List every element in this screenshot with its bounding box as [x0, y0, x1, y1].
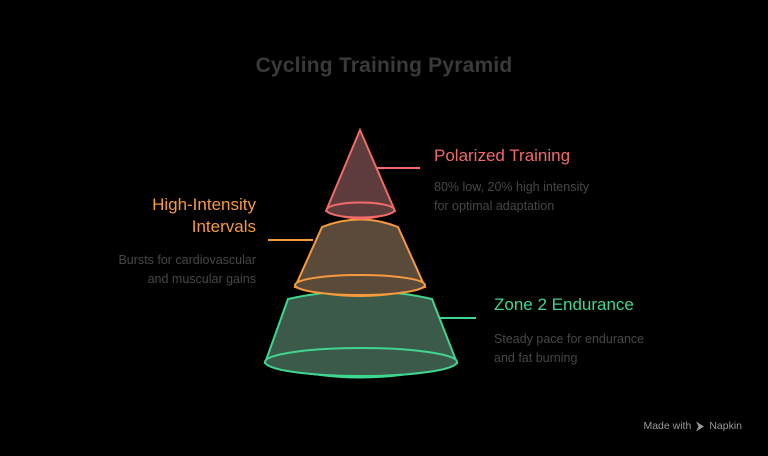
description-zone-2-endurance: Steady pace for endurance and fat burnin… — [494, 330, 644, 368]
label-line: Intervals — [191, 217, 256, 236]
pyramid-level-polarized — [324, 127, 420, 220]
description-high-intensity-intervals: Bursts for cardiovascular and muscular g… — [118, 251, 256, 289]
napkin-brand-text: Napkin — [709, 420, 742, 432]
pyramid-level-endurance — [263, 290, 476, 379]
description-line: and fat burning — [494, 351, 578, 365]
label-zone-2-endurance: Zone 2 Endurance — [494, 295, 634, 314]
description-line: Bursts for cardiovascular — [118, 253, 256, 267]
made-with-napkin-footer[interactable]: Made with Napkin — [643, 420, 742, 432]
description-polarized-training: 80% low, 20% high intensity for optimal … — [434, 178, 589, 216]
label-high-intensity-intervals: High-Intensity Intervals — [152, 194, 256, 238]
napkin-logo-icon — [696, 421, 705, 431]
description-line: for optimal adaptation — [434, 199, 555, 213]
made-with-text: Made with — [643, 420, 692, 432]
label-line: High-Intensity — [152, 195, 256, 214]
description-line: and muscular gains — [147, 272, 256, 286]
description-line: Steady pace for endurance — [494, 332, 645, 346]
diagram-title: Cycling Training Pyramid — [255, 54, 513, 77]
pyramid-level-intervals — [268, 218, 427, 297]
description-line: 80% low, 20% high intensity — [434, 180, 589, 194]
label-polarized-training: Polarized Training — [434, 146, 571, 165]
